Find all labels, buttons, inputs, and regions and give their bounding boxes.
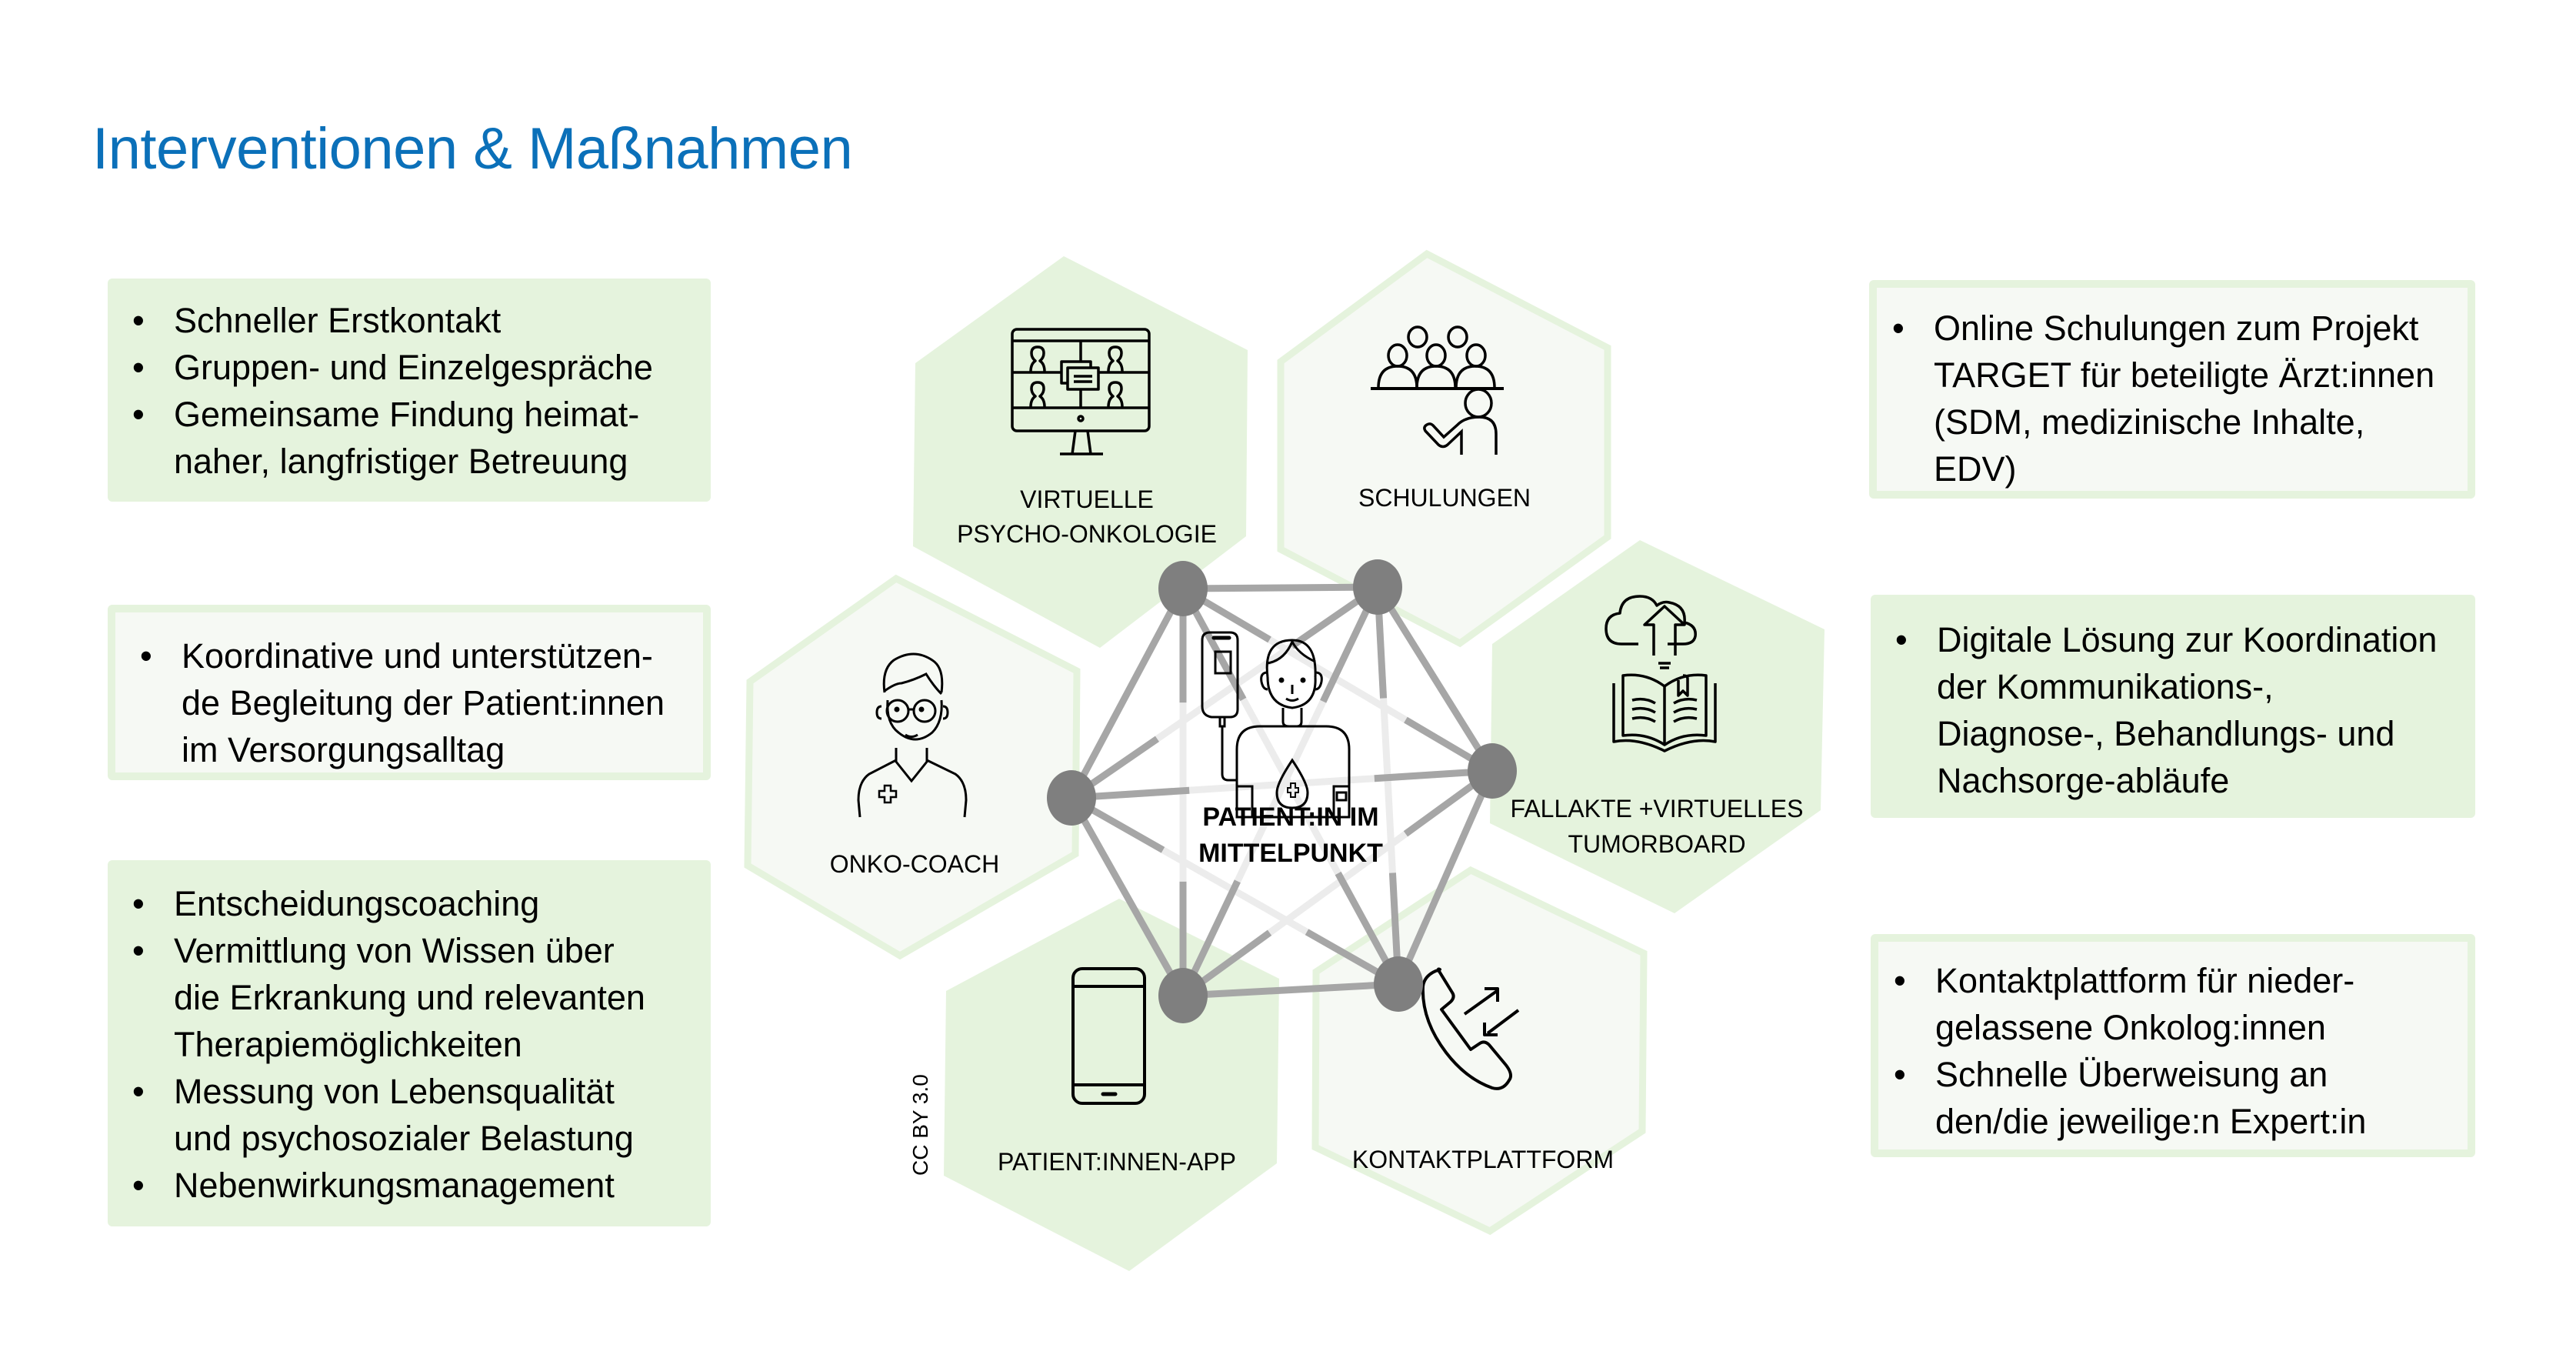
info-panel-onko-coach: Koordinative und unterstützen- de Beglei… [108,605,711,780]
smartphone-icon [1071,967,1146,1105]
bullet-list: Kontaktplattform für nieder- gelassene O… [1878,957,2460,1145]
page-title: Interventionen & Maßnahmen [92,116,853,182]
hex-label-onko-coach: ONKO-COACH [830,850,999,878]
bullet-item: Kontaktplattform für nieder- gelassene O… [1878,957,2460,1051]
bullet-list: Entscheidungscoaching Vermittlung von Wi… [108,880,703,1209]
patient-infusion-icon [1201,631,1351,819]
bullet-item: Vermittlung von Wissen über die Erkranku… [108,927,703,1068]
bullet-item: Schnelle Überweisung an den/die jeweilig… [1878,1051,2460,1145]
hex-label-kontaktplattform: KONTAKTPLATTFORM [1352,1146,1614,1173]
hexagon-fallakte [1490,540,1825,913]
network-edge-outer [1182,980,1399,999]
hexagon-shape [744,574,1081,960]
center-label-line1: PATIENT:IN IM [1202,802,1378,832]
bullet-item: Schneller Erstkontakt [108,297,703,344]
hexagon-shape [1277,249,1611,648]
info-panel-psycho-oncology: Schneller Erstkontakt Gruppen- und Einze… [108,279,711,502]
hex-label-fallakte-line1: FALLAKTE +VIRTUELLES [1511,795,1804,822]
network-node-bottom-right [1374,956,1423,1012]
bullet-item: Messung von Lebensqualität und psychosoz… [108,1068,703,1162]
hexagon-onko-coach [744,574,1081,960]
info-panel-fallakte: Digitale Lösung zur Koordination der Kom… [1871,595,2475,818]
hex-label-virtuelle-line2: PSYCHO-ONKOLOGIE [957,520,1217,548]
network-node-top-right [1353,559,1402,615]
bullet-item: Koordinative und unterstützen- de Beglei… [115,632,695,773]
bullet-item: Entscheidungscoaching [108,880,703,927]
bullet-item: Nebenwirkungsmanagement [108,1162,703,1209]
network-node-top-left [1158,561,1208,616]
info-panel-kontaktplattform: Kontaktplattform für nieder- gelassene O… [1871,934,2475,1157]
bullet-list: Online Schulungen zum Projekt TARGET für… [1877,305,2460,492]
hexagon-shape [913,256,1248,648]
network-edge-outer [1068,586,1186,800]
bullet-item: Gemeinsame Findung heimat- naher, langfr… [108,391,703,485]
network-nodes [1047,559,1517,1023]
hex-label-fallakte-line2: TUMORBOARD [1568,830,1745,858]
bullet-item: Digitale Lösung zur Koordination der Kom… [1871,616,2468,804]
bullet-list: Schneller Erstkontakt Gruppen- und Einze… [108,297,703,485]
hexagon-shape [1490,540,1825,913]
network-edge-outer [1395,769,1496,986]
center-label-line2: MITTELPUNKT [1198,839,1383,868]
hex-label-patient-app: PATIENT:INNEN-APP [998,1148,1236,1176]
bullet-list: Digitale Lösung zur Koordination der Kom… [1871,616,2468,804]
hex-label-virtuelle-line1: VIRTUELLE [1020,485,1154,513]
network-edge-outer [1375,585,1495,773]
hexagon-schulungen [1277,249,1611,648]
bullet-item: Online Schulungen zum Projekt TARGET für… [1877,305,2460,492]
network-node-bottom-left [1158,968,1208,1023]
video-conference-icon [1011,328,1151,455]
network-edge-outer [1182,583,1378,592]
license-label: CC BY 3.0 [908,1074,932,1176]
network-edge-outer [1068,796,1186,998]
network-node-left [1047,770,1096,826]
cloud-book-icon [1605,595,1717,752]
info-panel-schulungen: Online Schulungen zum Projekt TARGET für… [1869,280,2475,499]
hex-label-schulungen: SCHULUNGEN [1358,484,1531,512]
doctor-coach-icon [857,652,968,818]
bullet-item: Gruppen- und Einzelgespräche [108,344,703,391]
info-panel-patient-app: Entscheidungscoaching Vermittlung von Wi… [108,860,711,1226]
network-node-right [1468,743,1517,799]
phone-call-icon [1421,967,1520,1090]
bullet-list: Koordinative und unterstützen- de Beglei… [115,632,695,773]
training-presentation-icon [1371,325,1504,455]
hexagon-virtuelle-psycho-onkologie [913,256,1248,648]
